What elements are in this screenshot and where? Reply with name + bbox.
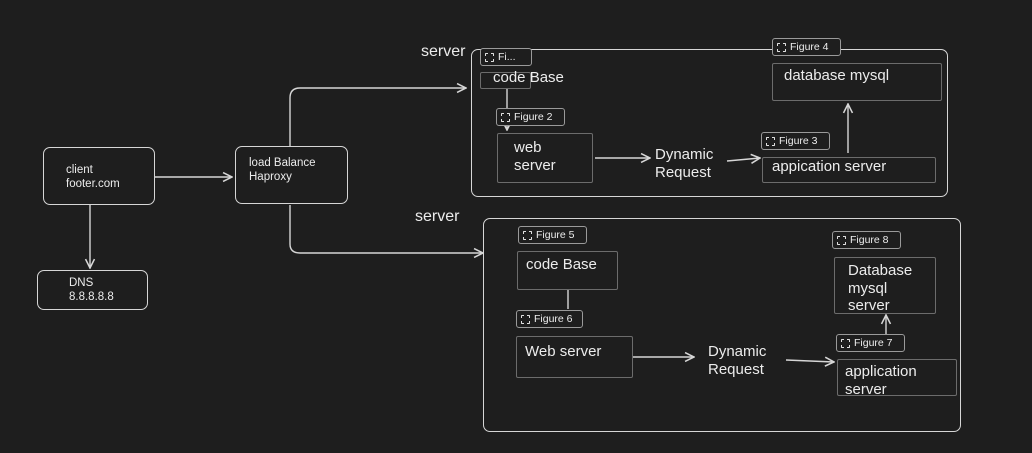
figure-4-frame[interactable]: Figure 4 bbox=[772, 38, 841, 56]
client-box[interactable] bbox=[43, 147, 155, 205]
frame-icon bbox=[837, 235, 846, 245]
frame-icon bbox=[523, 230, 532, 240]
figure-7-frame[interactable]: Figure 7 bbox=[836, 334, 905, 352]
s2-code-base-label: code Base bbox=[526, 256, 597, 273]
frame-icon bbox=[501, 112, 510, 122]
s1-code-base-node[interactable] bbox=[480, 72, 531, 89]
s1-database-label: database mysql bbox=[784, 67, 890, 84]
s2-app-server-node[interactable] bbox=[837, 359, 957, 396]
s1-code-base-label: code Base bbox=[493, 69, 564, 86]
frame-icon bbox=[766, 136, 775, 146]
arrow-s2-dynamic-to-app bbox=[785, 360, 834, 362]
s1-app-server-label: appication server bbox=[772, 158, 887, 175]
arrow-lb-to-server2 bbox=[289, 205, 483, 253]
frame-icon bbox=[777, 42, 786, 52]
server2-container[interactable] bbox=[483, 218, 961, 432]
s1-app-server-node[interactable] bbox=[762, 157, 936, 183]
load-balancer-box[interactable] bbox=[235, 146, 348, 204]
s2-web-server-label: Web server bbox=[525, 343, 602, 360]
s2-code-base-node[interactable] bbox=[517, 251, 618, 290]
figure-3-frame[interactable]: Figure 3 bbox=[761, 132, 830, 150]
s1-database-node[interactable] bbox=[772, 63, 942, 101]
s2-web-server-node[interactable] bbox=[516, 336, 633, 378]
arrow-lb-to-server1 bbox=[289, 88, 466, 146]
arrow-s1-dynamic-to-app bbox=[726, 158, 760, 161]
figure-5-frame[interactable]: Figure 5 bbox=[518, 226, 587, 244]
figure-6-frame[interactable]: Figure 6 bbox=[516, 310, 583, 328]
frame-icon bbox=[841, 338, 850, 348]
frame-icon bbox=[485, 52, 494, 62]
dns-box[interactable] bbox=[37, 270, 148, 310]
server1-container[interactable] bbox=[471, 49, 948, 197]
figure-1-frame[interactable]: Fi... bbox=[480, 48, 532, 66]
figure-8-frame[interactable]: Figure 8 bbox=[832, 231, 901, 249]
s2-database-node[interactable] bbox=[834, 257, 936, 314]
server1-title: server bbox=[421, 43, 466, 60]
s1-web-server-node[interactable] bbox=[497, 133, 593, 183]
figure-2-frame[interactable]: Figure 2 bbox=[496, 108, 565, 126]
frame-icon bbox=[521, 314, 530, 324]
server2-title: server bbox=[415, 208, 460, 225]
